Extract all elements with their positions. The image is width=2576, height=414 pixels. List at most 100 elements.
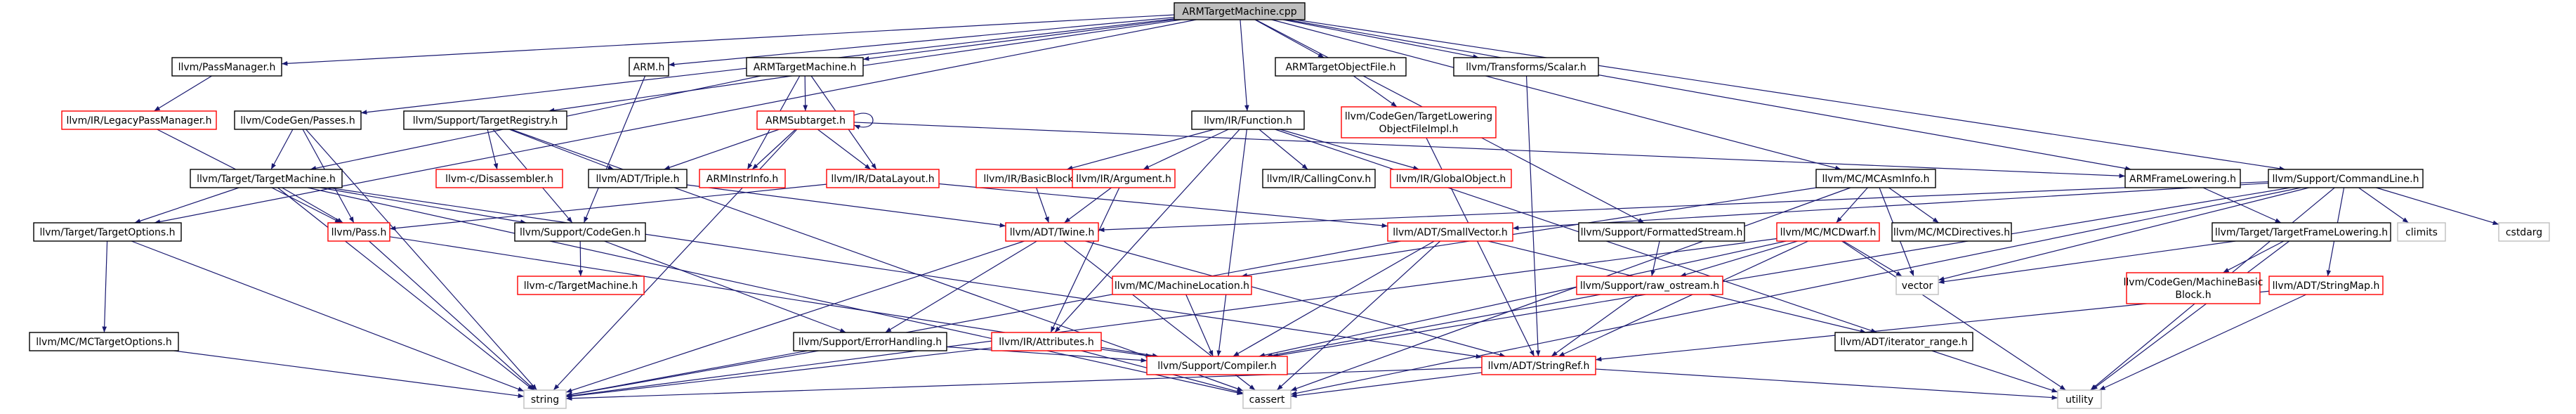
node-label: llvm/Pass.h [331, 227, 387, 238]
node-box [1174, 2, 1306, 20]
node-label: ARMTargetObjectFile.h [1285, 62, 1395, 73]
edge-targetmachine-to-supportcodegen [320, 187, 527, 224]
node-box [234, 110, 362, 130]
edge-stringref-to-utility [1595, 368, 2058, 400]
node-passmanager[interactable]: llvm/PassManager.h [171, 57, 282, 77]
node-armsubtarget[interactable]: ARMSubtarget.h [756, 110, 855, 130]
node-label: llvm/Target/TargetFrameLowering.h [2215, 227, 2388, 238]
edge-targetoptions-to-string [131, 240, 525, 392]
node-machinelocation[interactable]: llvm/MC/MachineLocation.h [1112, 276, 1252, 295]
node-targetoptions[interactable]: llvm/Target/TargetOptions.h [33, 222, 182, 242]
node-armtm[interactable]: ARMTargetMachine.h [746, 57, 864, 77]
node-triple[interactable]: llvm/ADT/Triple.h [588, 169, 688, 188]
edge-mcdwarf-to-stringref [1558, 240, 1809, 357]
node-function[interactable]: llvm/IR/Function.h [1191, 110, 1305, 130]
edge-mcdwarf-to-utility [1841, 240, 2066, 391]
node-label: llvm-c/TargetMachine.h [524, 280, 638, 292]
edge-stringmap-to-utility [2098, 294, 2307, 391]
node-datalayout[interactable]: llvm/IR/DataLayout.h [826, 169, 940, 188]
node-callingconv[interactable]: llvm/IR/CallingConv.h [1262, 169, 1376, 188]
edge-root-to-function [1240, 19, 1249, 112]
node-iteratorrange[interactable]: llvm/ADT/iterator_range.h [1834, 332, 1973, 351]
node-targetframelow[interactable]: llvm/Target/TargetFrameLowering.h [2212, 222, 2391, 242]
node-root[interactable]: ARMTargetMachine.cpp [1174, 2, 1306, 20]
edge-rawostream-to-compiler [1266, 294, 1601, 358]
node-stringmap[interactable]: llvm/ADT/StringMap.h [2268, 276, 2384, 295]
node-commandline[interactable]: llvm/Support/CommandLine.h [2268, 169, 2424, 188]
node-label: llvm/Support/CommandLine.h [2273, 174, 2419, 185]
edge-smallvector-to-string [565, 240, 1401, 397]
node-box [1453, 57, 1599, 77]
node-label: llvm-c/Disassembler.h [445, 174, 553, 185]
edge-commandline-to-cstdarg [2376, 187, 2499, 226]
node-stringref[interactable]: llvm/ADT/StringRef.h [1481, 356, 1596, 375]
node-box [514, 222, 646, 242]
node-box [1895, 276, 1939, 295]
node-cgpasses[interactable]: llvm/CodeGen/Passes.h [234, 110, 362, 130]
edge-smallvector-to-compiler [1233, 240, 1435, 357]
node-armtof[interactable]: ARMTargetObjectFile.h [1275, 57, 1407, 77]
node-armframelow[interactable]: ARMFrameLowering.h [2124, 169, 2241, 188]
node-label: llvm/Support/Compiler.h [1157, 361, 1277, 372]
node-mcdirectives[interactable]: llvm/MC/MCDirectives.h [1891, 222, 2012, 242]
edge-supportcodegen-to-errorhandling [604, 240, 846, 333]
node-label: llvm/MC/MCTargetOptions.h [36, 337, 172, 348]
node-label: llvm/ADT/StringRef.h [1488, 361, 1590, 372]
node-targetmachine_c[interactable]: llvm-c/TargetMachine.h [517, 276, 645, 295]
node-label: llvm/Target/TargetOptions.h [39, 227, 175, 238]
node-box [2057, 389, 2102, 409]
node-attributes[interactable]: llvm/IR/Attributes.h [991, 332, 1102, 351]
node-rawostream[interactable]: llvm/Support/raw_ostream.h [1576, 276, 1723, 295]
node-box [1005, 222, 1099, 242]
node-mcasminfo[interactable]: llvm/MC/MCAsmInfo.h [1815, 169, 1936, 188]
node-pass[interactable]: llvm/Pass.h [327, 222, 390, 242]
edge-stringref-to-string [565, 367, 1483, 401]
node-supportcodegen[interactable]: llvm/Support/CodeGen.h [514, 222, 646, 242]
node-box [2124, 169, 2241, 188]
edge-armsubtarget-to-datalayout [817, 129, 872, 170]
edge-root-to-commandline [1295, 19, 2286, 172]
edge-datalayout-to-pass [389, 183, 827, 231]
node-formattedstream[interactable]: llvm/Support/FormattedStream.h [1578, 222, 1745, 242]
node-label: utility [2065, 394, 2094, 406]
node-twine[interactable]: llvm/ADT/Twine.h [1005, 222, 1099, 242]
node-arm[interactable]: ARM.h [629, 57, 669, 77]
node-targetregistry[interactable]: llvm/Support/TargetRegistry.h [403, 110, 567, 130]
edge-function-to-globalobject [1280, 129, 1419, 170]
node-disasm[interactable]: llvm-c/Disassembler.h [435, 169, 563, 188]
node-basicblock[interactable]: llvm/IR/BasicBlock.h [975, 169, 1091, 188]
node-box [61, 110, 217, 130]
edge-twine-to-string [565, 240, 1025, 393]
node-label: climits [2405, 227, 2438, 238]
node-box [991, 332, 1102, 351]
node-label: llvm/IR/Argument.h [1076, 174, 1171, 185]
node-compiler[interactable]: llvm/Support/Compiler.h [1146, 356, 1288, 375]
node-argument[interactable]: llvm/IR/Argument.h [1072, 169, 1176, 188]
node-box [33, 222, 182, 242]
node-label: ARMInstrInfo.h [707, 174, 779, 185]
node-box [1341, 106, 1497, 138]
node-legacypm[interactable]: llvm/IR/LegacyPassManager.h [61, 110, 217, 130]
node-smallvector[interactable]: llvm/ADT/SmallVector.h [1387, 222, 1513, 242]
edge-root-to-targetregistry [548, 19, 1181, 113]
node-label: llvm/IR/Function.h [1204, 115, 1292, 127]
node-label: llvm/PassManager.h [178, 62, 276, 73]
node-arminstrinfo[interactable]: ARMInstrInfo.h [699, 169, 786, 188]
node-mcdwarf[interactable]: llvm/MC/MCDwarf.h [1776, 222, 1880, 242]
node-label: llvm/IR/LegacyPassManager.h [67, 115, 212, 127]
node-box [826, 169, 940, 188]
node-label: ARMTargetMachine.h [754, 62, 857, 73]
node-mctargetoptions[interactable]: llvm/MC/MCTargetOptions.h [29, 332, 179, 351]
node-targetmachine[interactable]: llvm/Target/TargetMachine.h [190, 169, 343, 188]
node-climits: climits [2397, 222, 2446, 242]
node-box [1815, 169, 1936, 188]
node-label: string [531, 394, 559, 406]
node-vector: vector [1895, 276, 1939, 295]
node-errorhandling[interactable]: llvm/Support/ErrorHandling.h [793, 332, 947, 351]
edge-mctargetoptions-to-string [173, 350, 525, 399]
node-scalar[interactable]: llvm/Transforms/Scalar.h [1453, 57, 1599, 77]
node-globalobject[interactable]: llvm/IR/GlobalObject.h [1390, 169, 1512, 188]
